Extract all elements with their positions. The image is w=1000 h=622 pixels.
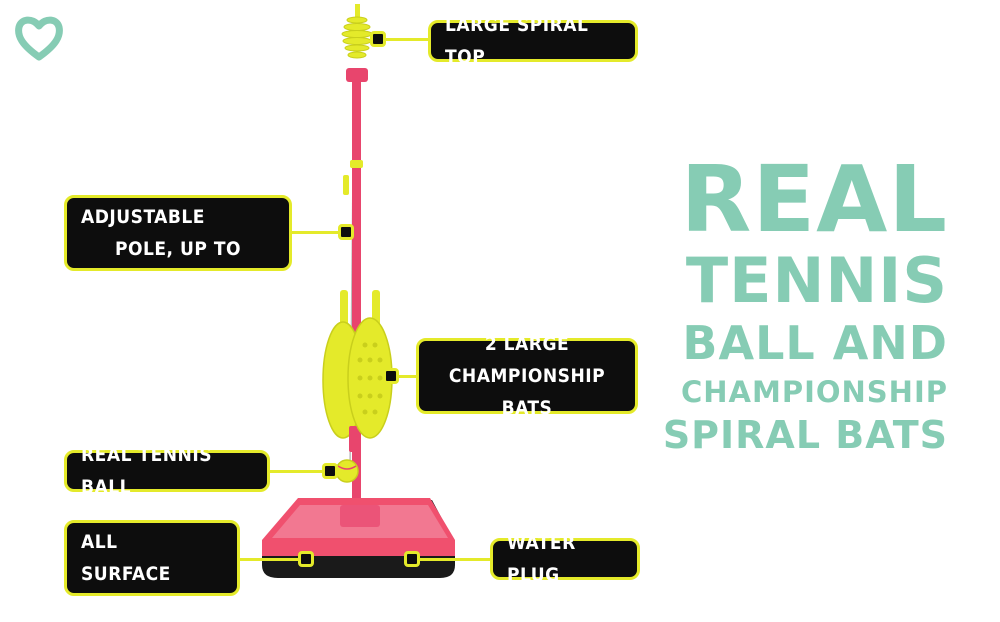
callout-spiral-top: LARGE SPIRAL TOP <box>428 14 638 68</box>
headline-line-spiral-bats: SPIRAL BATS <box>662 413 948 457</box>
callout-pole-line1: HEIGHT ADJUSTABLE <box>81 174 205 228</box>
connector-pole <box>290 231 346 234</box>
heart-logo-icon <box>14 14 64 62</box>
headline-line-real: REAL <box>680 146 948 253</box>
connector-water-plug <box>412 558 492 561</box>
marker-spiral-top <box>370 31 386 47</box>
headline-line-tennis: TENNIS <box>685 244 948 317</box>
connector-spiral-top <box>370 38 430 41</box>
callout-water-plug: WATER PLUG <box>490 532 640 586</box>
callout-spiral-top-text: LARGE SPIRAL TOP <box>445 14 589 68</box>
marker-bats <box>383 368 399 384</box>
connector-base <box>240 558 306 561</box>
connector-tennis-ball <box>268 470 330 473</box>
callout-water-plug-text: WATER PLUG <box>507 532 576 586</box>
callout-bats-line2: CHAMPIONSHIP BATS <box>448 365 606 419</box>
callout-base-line1: PORTABLE ALL <box>81 499 184 553</box>
marker-base <box>298 551 314 567</box>
connector-bats <box>390 375 418 378</box>
headline-line-championship: CHAMPIONSHIP <box>680 375 948 409</box>
marker-water-plug <box>404 551 420 567</box>
callout-pole-line2: POLE, UP TO 1.65CM! <box>114 238 242 292</box>
callout-base-line2: SURFACE BASE <box>81 563 171 617</box>
callout-height-adjustable-pole: HEIGHT ADJUSTABLE POLE, UP TO 1.65CM! <box>64 174 292 292</box>
marker-tennis-ball <box>322 463 338 479</box>
callout-championship-bats: 2 LARGE CHAMPIONSHIP BATS <box>416 333 638 419</box>
headline-line-ball-and: BALL AND <box>682 316 948 370</box>
callout-real-tennis-ball: REAL TENNIS BALL <box>64 444 270 498</box>
callout-portable-base: PORTABLE ALL SURFACE BASE <box>64 499 240 617</box>
callout-tennis-ball-text: REAL TENNIS BALL <box>81 444 213 498</box>
marker-pole <box>338 224 354 240</box>
callout-bats-line1: 2 LARGE <box>484 333 570 355</box>
